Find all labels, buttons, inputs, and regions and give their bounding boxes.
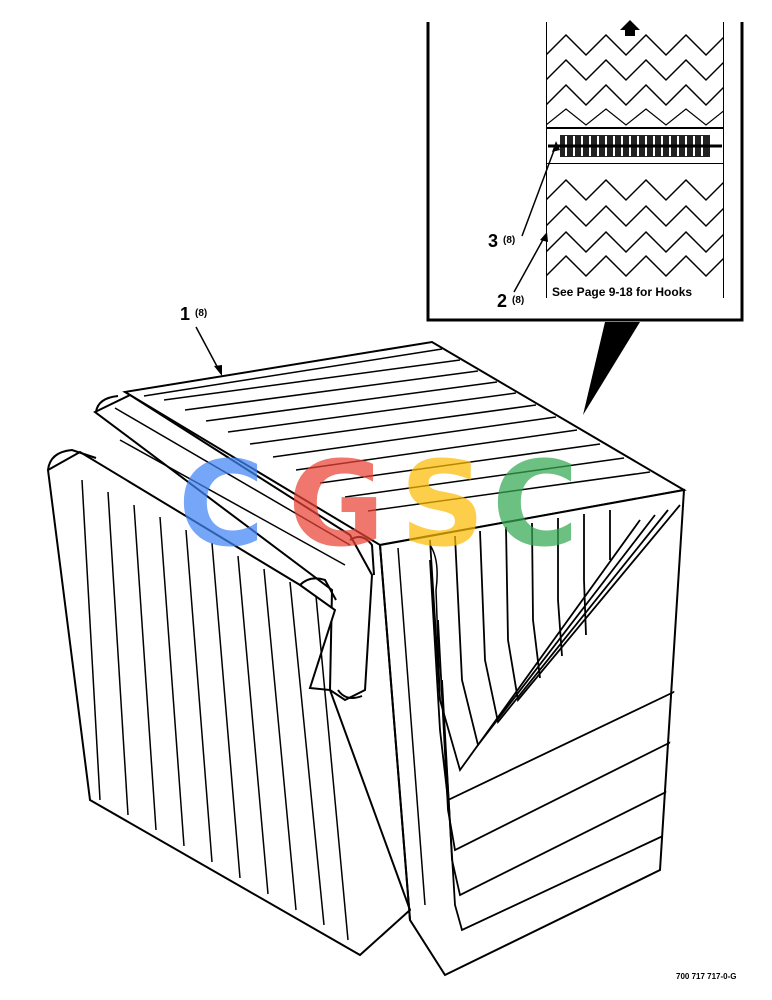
callout-1-leader <box>195 326 221 373</box>
callout-1-qty: (8) <box>195 308 207 319</box>
watermark-letter-c1: C <box>178 435 265 573</box>
inset-frame <box>426 22 744 322</box>
watermark-letter-s: S <box>400 435 485 573</box>
watermark-letter-c2: C <box>492 435 579 573</box>
detail-inset: 3 (8) 2 (8) See Page 9-18 for Hooks <box>426 20 744 415</box>
inset-note: See Page 9-18 for Hooks <box>552 285 692 299</box>
callout-1-number: 1 <box>180 304 190 324</box>
watermark: C G S C <box>178 435 579 573</box>
callout-3-number: 3 <box>488 231 498 251</box>
belt-assembly <box>46 340 687 977</box>
direction-arrow-icon <box>620 20 640 36</box>
callout-2-number: 2 <box>497 291 507 311</box>
drawing-number: 700 717 717-0-G <box>676 972 737 981</box>
inset-pointer <box>583 322 640 415</box>
callout-3-qty: (8) <box>503 235 515 246</box>
callout-2-qty: (8) <box>512 295 524 306</box>
watermark-letter-g: G <box>288 435 385 573</box>
